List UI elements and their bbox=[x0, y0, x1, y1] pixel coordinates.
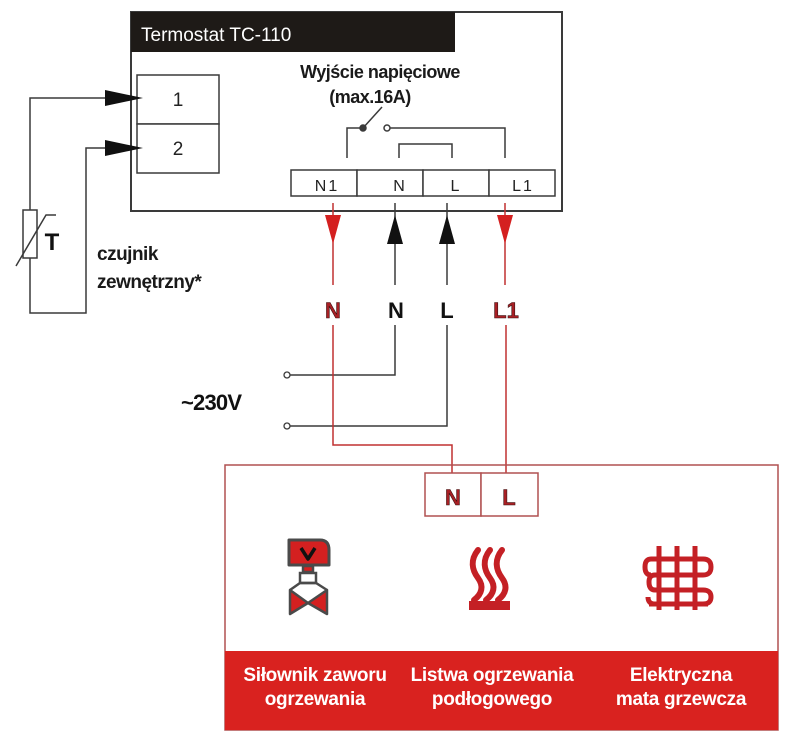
heating-mat-icon bbox=[642, 546, 714, 610]
load-panel: N L bbox=[224, 464, 779, 731]
wire-label-n-supply: N bbox=[388, 298, 404, 323]
supply-wire-n bbox=[290, 325, 396, 376]
wire-label-n-load: N bbox=[325, 298, 341, 323]
load-wire-n bbox=[332, 325, 453, 474]
load-terminal-l-label: L bbox=[502, 485, 515, 510]
sensor-symbol: T bbox=[45, 229, 60, 256]
terminal-2-label: 2 bbox=[173, 139, 184, 160]
sensor-wire-2 bbox=[29, 147, 112, 314]
thermostat-unit: Termostat TC-110 Wyjście napięciowe (max… bbox=[130, 11, 563, 212]
sensor-label-2: zewnętrzny* bbox=[97, 272, 202, 293]
sensor-wire-1 bbox=[29, 97, 112, 210]
relay-switch bbox=[346, 106, 506, 158]
arrow-up-l bbox=[439, 215, 455, 244]
load-terminal-n-label: N bbox=[445, 485, 461, 510]
thermistor-icon bbox=[22, 209, 38, 259]
supply-wire-l bbox=[290, 325, 448, 427]
relay-wire-n1 bbox=[346, 127, 363, 158]
terminal-l1 bbox=[488, 169, 556, 197]
wire-label-l-supply: L bbox=[440, 298, 453, 323]
load-terminal-n bbox=[424, 472, 482, 517]
arrow-down-l1 bbox=[497, 215, 513, 244]
sensor-arrow-1 bbox=[105, 90, 143, 106]
terminal-l bbox=[422, 169, 490, 197]
sensor-terminal-block: 1 2 bbox=[136, 74, 220, 174]
relay-pivot bbox=[359, 124, 367, 132]
output-terminal-block: N1 N L L1 bbox=[290, 169, 556, 197]
terminal-l-label: L bbox=[451, 178, 460, 195]
terminal-2 bbox=[136, 123, 220, 174]
terminal-1 bbox=[136, 74, 220, 125]
arrow-up-n bbox=[387, 215, 403, 244]
terminal-1-label: 1 bbox=[173, 90, 184, 111]
wire-label-l1-load: L1 bbox=[493, 298, 519, 323]
output-rating: (max.16A) bbox=[329, 87, 411, 107]
supply-voltage-label: ~230V bbox=[181, 390, 242, 415]
device-label-mat: Elektryczna mata grzewcza bbox=[615, 665, 747, 710]
relay-contact bbox=[383, 124, 391, 132]
output-wires: N N L L1 ~230V bbox=[181, 203, 519, 474]
sensor-arrow-2 bbox=[105, 140, 143, 156]
heat-strip-icon bbox=[469, 547, 510, 610]
terminal-n-label: N bbox=[393, 178, 405, 195]
supply-terminal-n bbox=[283, 371, 291, 379]
external-sensor: T czujnik zewnętrzny* bbox=[15, 90, 203, 314]
device-label-strip: Listwa ogrzewania podłogowego bbox=[410, 665, 574, 710]
thermostat-header-bar bbox=[131, 12, 455, 52]
bridge-n-l bbox=[398, 143, 453, 158]
terminal-n1 bbox=[290, 169, 358, 197]
relay-wire-l1 bbox=[390, 127, 506, 158]
arrow-down-n1 bbox=[325, 215, 341, 244]
sensor-label: czujnik bbox=[97, 244, 159, 265]
device-label-valve: Siłownik zaworu ogrzewania bbox=[243, 665, 387, 710]
thermostat-title: Termostat TC-110 bbox=[141, 25, 291, 46]
supply-terminal-l bbox=[283, 422, 291, 430]
valve-actuator-icon bbox=[287, 538, 331, 616]
terminal-l1-label: L1 bbox=[512, 178, 534, 195]
terminal-n1-label: N1 bbox=[315, 178, 339, 195]
terminal-n bbox=[356, 169, 424, 197]
relay-arm bbox=[362, 106, 383, 129]
output-title: Wyjście napięciowe bbox=[300, 62, 460, 82]
thermistor-slash bbox=[15, 214, 56, 267]
device-label-band bbox=[225, 651, 778, 730]
load-terminal-l bbox=[480, 472, 539, 517]
